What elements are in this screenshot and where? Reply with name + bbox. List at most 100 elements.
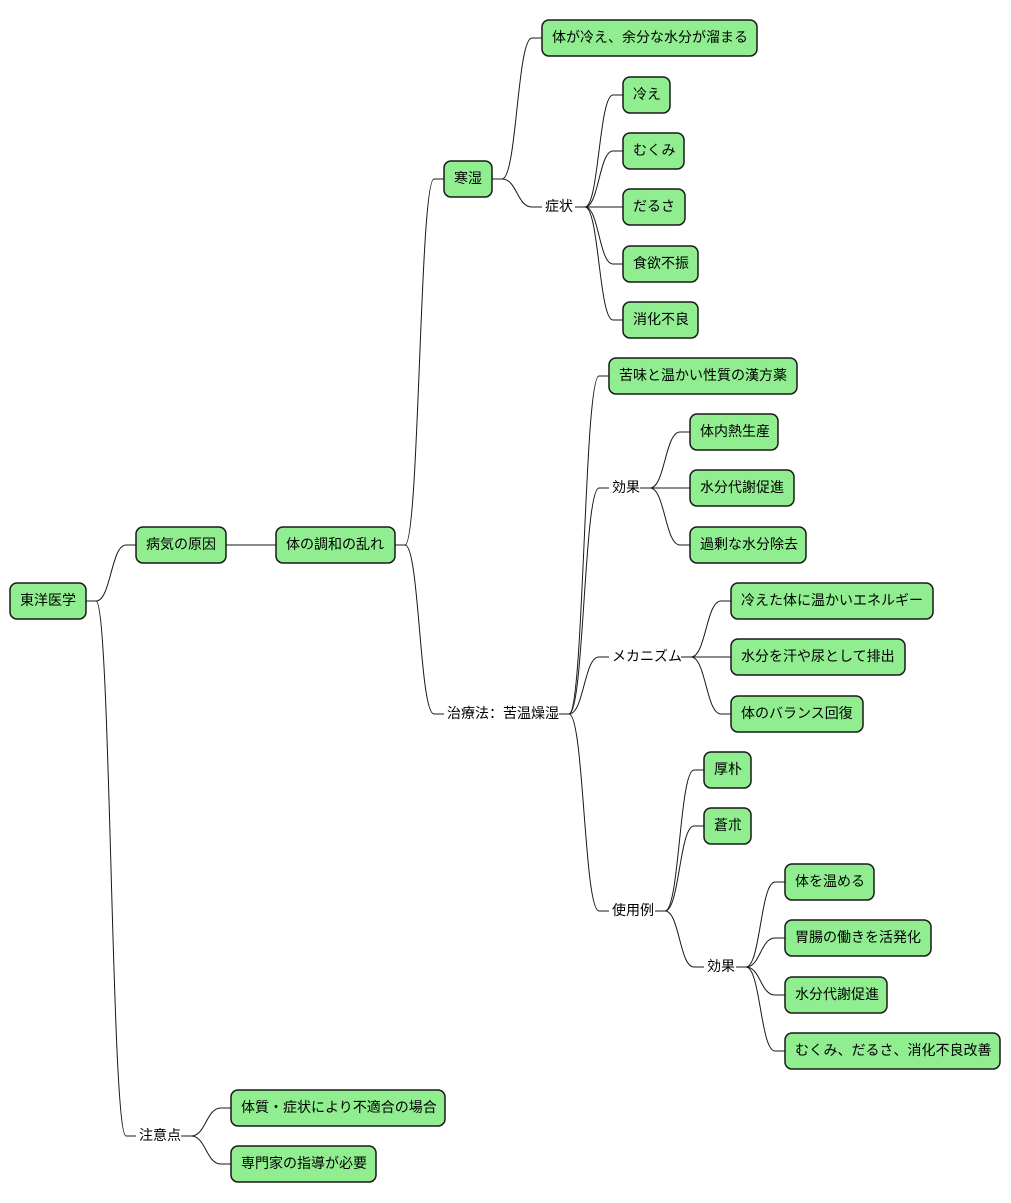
symptom-node: 冷え xyxy=(622,76,671,114)
symptom-node-box xyxy=(622,188,686,226)
mechanism-node-box xyxy=(730,582,934,620)
mindmap-edge xyxy=(655,769,704,912)
symptom-node-box xyxy=(622,76,671,114)
symptom-node: むくみ xyxy=(622,132,685,170)
effect-node: 水分代謝促進 xyxy=(689,469,795,507)
symptom-node: 消化不良 xyxy=(622,301,699,339)
mindmap-edge xyxy=(681,656,731,715)
effect-node-box xyxy=(689,413,779,451)
cold-damp-desc-node: 体が冷え、余分な水分が溜まる xyxy=(541,19,758,57)
symptom-node-text: 冷え xyxy=(633,87,661,103)
mindmap-edge xyxy=(86,544,136,602)
usage-effect-node: むくみ、だるさ、消化不良改善 xyxy=(784,1032,1001,1070)
effect-node-text: 過剰な水分除去 xyxy=(700,537,798,553)
effect-node-box xyxy=(689,469,795,507)
treatment-desc-node-text: 苦味と温かい性質の漢方薬 xyxy=(619,368,787,384)
imbalance-node-text: 体の調和の乱れ xyxy=(286,537,384,553)
cold-damp-desc-node-text: 体が冷え、余分な水分が溜まる xyxy=(552,29,748,46)
mindmap-edge xyxy=(181,1135,231,1165)
usage-effect-label-text: 効果 xyxy=(707,959,735,975)
treatment-desc-node-box xyxy=(608,357,798,395)
herb-node-text: 蒼朮 xyxy=(714,818,742,834)
mindmap-edge xyxy=(395,544,444,715)
cause-node-box xyxy=(135,526,227,564)
symptom-node: だるさ xyxy=(622,188,686,226)
mindmap-edge xyxy=(736,937,785,968)
mindmap-edge xyxy=(681,600,731,658)
symptoms-label-text: 症状 xyxy=(545,199,573,215)
mindmap-edge xyxy=(575,206,623,265)
usage-effect-node-text: むくみ、だるさ、消化不良改善 xyxy=(795,1043,992,1059)
usage-effect-node-box xyxy=(784,919,932,957)
mechanism-node-text: 冷えた体に温かいエネルギー xyxy=(741,593,923,609)
caution-label: 注意点 xyxy=(139,1127,181,1144)
mechanism-node-box xyxy=(730,695,864,733)
mindmap-edge xyxy=(492,178,542,208)
mindmap-edges xyxy=(86,37,785,1165)
mechanism-label: メカニズム xyxy=(612,649,682,665)
usage-effect-node: 胃腸の働きを活発化 xyxy=(784,919,932,957)
mindmap-edge xyxy=(575,94,623,208)
mindmap-edge xyxy=(86,600,136,1137)
mechanism-node-text: 体のバランス回復 xyxy=(741,705,853,722)
usage-effect-node-text: 水分代謝促進 xyxy=(795,987,879,1003)
mindmap-edge xyxy=(640,431,690,489)
herb-node-box xyxy=(703,807,752,845)
cause-node-text: 病気の原因 xyxy=(146,537,216,553)
treatment-label-text: 治療法：苦温燥湿 xyxy=(447,705,559,722)
herb-node-box xyxy=(703,751,752,789)
mechanism-node-box xyxy=(730,638,906,676)
usage-effect-node: 体を温める xyxy=(784,863,875,901)
mechanism-node: 水分を汗や尿として排出 xyxy=(730,638,906,676)
mechanism-node: 体のバランス回復 xyxy=(730,695,864,733)
mindmap-edge xyxy=(559,713,609,912)
usage-effect-node-text: 体を温める xyxy=(795,874,865,890)
symptom-node-text: 消化不良 xyxy=(633,312,689,328)
mechanism-node: 冷えた体に温かいエネルギー xyxy=(730,582,934,620)
root-node-text: 東洋医学 xyxy=(20,593,76,609)
usage-effect-node-text: 胃腸の働きを活発化 xyxy=(795,930,921,946)
effect-node-text: 水分代謝促進 xyxy=(700,480,784,496)
mindmap-edge xyxy=(655,825,704,912)
caution-node-text: 体質・症状により不適合の場合 xyxy=(241,1099,437,1116)
effect-node: 体内熱生産 xyxy=(689,413,779,451)
usage-effect-node-box xyxy=(784,1032,1001,1070)
effect-node-text: 体内熱生産 xyxy=(700,424,770,440)
symptom-node-text: だるさ xyxy=(633,199,675,215)
mindmap-edge xyxy=(492,37,542,180)
treatment-label: 治療法：苦温燥湿 xyxy=(447,705,559,722)
herb-node: 蒼朮 xyxy=(703,807,752,845)
mindmap-edge xyxy=(559,656,609,715)
mindmap-edge xyxy=(395,178,444,546)
mindmap-edge xyxy=(640,487,690,546)
herb-node: 厚朴 xyxy=(703,751,752,789)
root-node: 東洋医学 xyxy=(9,582,87,620)
symptom-node-text: むくみ xyxy=(633,143,676,159)
mindmap-edge xyxy=(736,881,785,968)
imbalance-node: 体の調和の乱れ xyxy=(275,526,396,564)
effect-label-text: 効果 xyxy=(612,480,640,496)
caution-node: 体質・症状により不適合の場合 xyxy=(230,1089,446,1127)
cold-damp-node-text: 寒湿 xyxy=(454,170,482,187)
mindmap-edge xyxy=(736,966,785,1052)
caution-node-box xyxy=(230,1145,377,1183)
caution-label-text: 注意点 xyxy=(139,1127,181,1144)
treatment-desc-node: 苦味と温かい性質の漢方薬 xyxy=(608,357,798,395)
mindmap-edge xyxy=(559,487,609,715)
root-node-box xyxy=(9,582,87,620)
usage-effect-node-box xyxy=(784,863,875,901)
mindmap-edge xyxy=(736,966,785,996)
caution-node: 専門家の指導が必要 xyxy=(230,1145,377,1183)
symptom-node-text: 食欲不振 xyxy=(633,255,689,272)
mindmap-edge xyxy=(655,910,704,968)
symptom-node-box xyxy=(622,132,685,170)
effect-label: 効果 xyxy=(612,480,640,496)
imbalance-node-box xyxy=(275,526,396,564)
effect-node-box xyxy=(689,526,807,564)
symptom-node-box xyxy=(622,245,699,283)
cause-node: 病気の原因 xyxy=(135,526,227,564)
mechanism-label-text: メカニズム xyxy=(612,649,682,665)
cold-damp-node-box xyxy=(443,160,493,198)
